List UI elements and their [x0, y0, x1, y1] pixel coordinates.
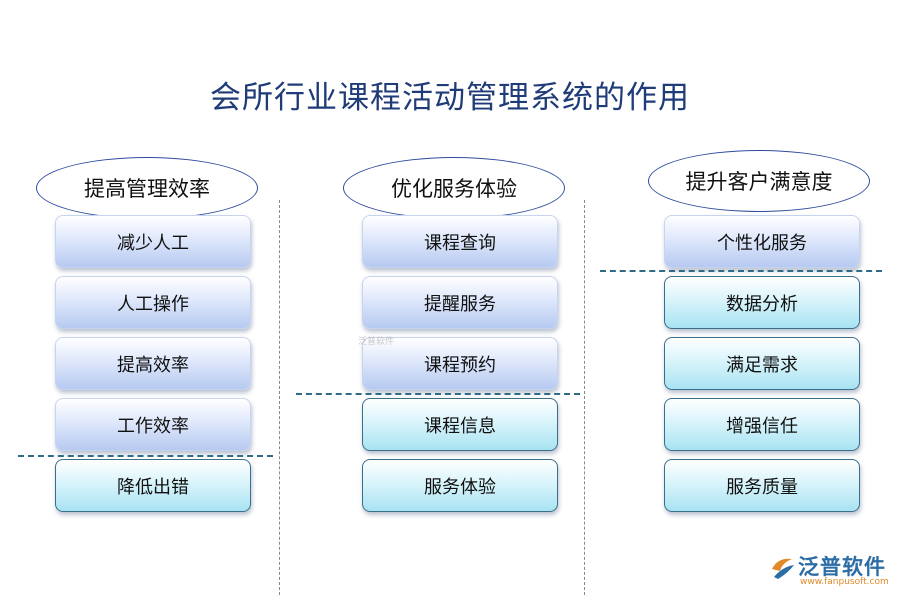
logo-icon: [772, 558, 794, 579]
heading-management-efficiency: 提高管理效率: [36, 157, 258, 219]
item-label: 提高效率: [117, 354, 189, 376]
item-label: 减少人工: [117, 232, 189, 254]
item-box: 降低出错: [55, 459, 251, 512]
item-label: 课程预约: [424, 354, 496, 376]
column-divider: [279, 200, 280, 595]
divider-line: [296, 393, 580, 395]
item-box: 工作效率: [55, 398, 251, 451]
brand-logo: 泛普软件 www.fanpusoft.com: [768, 551, 893, 591]
item-box: 满足需求: [664, 337, 860, 390]
item-box: 服务体验: [362, 459, 558, 512]
item-label: 提醒服务: [424, 293, 496, 315]
item-label: 人工操作: [117, 293, 189, 315]
divider-line: [600, 270, 882, 272]
item-box: 课程信息: [362, 398, 558, 451]
heading-label: 提高管理效率: [84, 177, 210, 201]
logo-text: 泛普软件: [798, 555, 886, 579]
item-label: 增强信任: [726, 415, 798, 437]
item-box: 数据分析: [664, 276, 860, 329]
item-label: 个性化服务: [717, 232, 807, 254]
item-label: 数据分析: [726, 293, 798, 315]
item-label: 降低出错: [117, 476, 189, 498]
divider-line: [18, 455, 273, 457]
item-box: 提高效率: [55, 337, 251, 390]
item-label: 服务体验: [424, 476, 496, 498]
item-box: 服务质量: [664, 459, 860, 512]
item-box: 人工操作: [55, 276, 251, 329]
item-label: 服务质量: [726, 476, 798, 498]
item-box: 减少人工: [55, 215, 251, 268]
item-box: 增强信任: [664, 398, 860, 451]
item-label: 满足需求: [726, 354, 798, 376]
item-label: 工作效率: [117, 415, 189, 437]
heading-customer-satisfaction: 提升客户满意度: [648, 150, 870, 212]
watermark-text: 泛普软件: [358, 337, 395, 347]
item-label: 课程信息: [424, 415, 496, 437]
logo-url: www.fanpusoft.com: [800, 577, 889, 587]
page-title: 会所行业课程活动管理系统的作用: [210, 80, 690, 116]
item-box: 个性化服务: [664, 215, 860, 268]
item-label: 课程查询: [424, 232, 496, 254]
heading-service-experience: 优化服务体验: [343, 157, 565, 219]
heading-label: 提升客户满意度: [685, 170, 833, 194]
heading-label: 优化服务体验: [391, 177, 517, 201]
column-divider: [584, 200, 585, 595]
item-box: 课程查询: [362, 215, 558, 268]
item-box: 提醒服务: [362, 276, 558, 329]
item-box: 课程预约: [362, 337, 558, 390]
